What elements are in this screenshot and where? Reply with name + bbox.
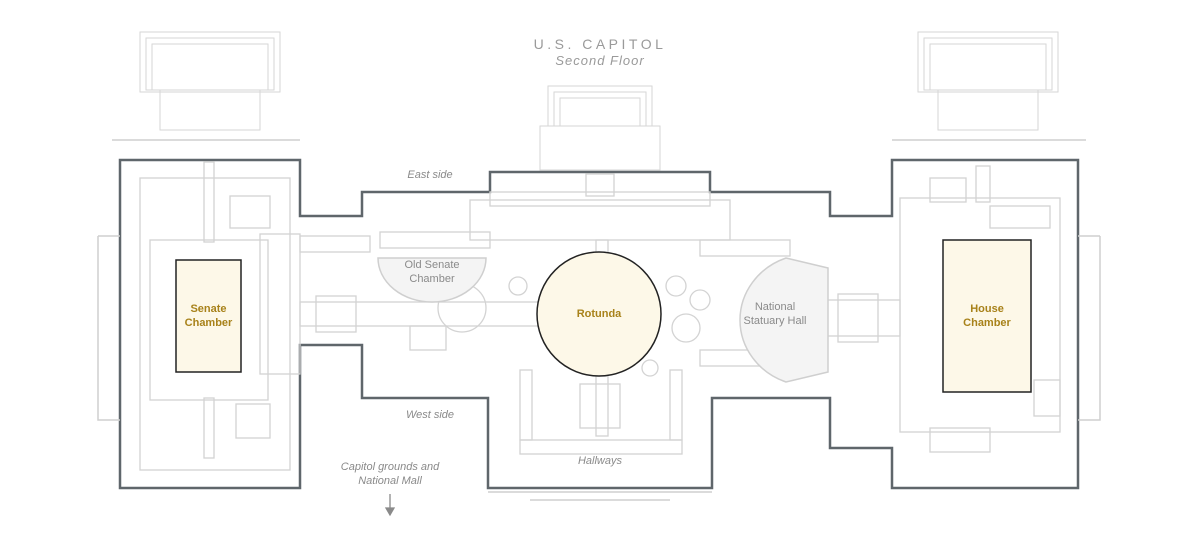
statuary-hall-room <box>739 257 829 383</box>
senate-chamber-label: Senate Chamber <box>184 303 233 329</box>
rotunda-label: Rotunda <box>576 308 622 320</box>
page-title: U.S. CAPITOL <box>533 36 667 52</box>
house-chamber-label: House Chamber <box>963 303 1011 329</box>
down-arrow-icon <box>384 494 396 517</box>
old-senate-chamber-room <box>377 257 487 303</box>
house-chamber-highlight <box>942 239 1032 393</box>
senate-chamber-highlight <box>175 259 242 373</box>
east-side-label: East side <box>407 169 453 181</box>
statuary-hall-label: National Statuary Hall <box>743 301 807 327</box>
interior-walls <box>139 161 1061 471</box>
west-side-label: West side <box>405 409 455 421</box>
rotunda-highlight <box>536 251 662 377</box>
page-subtitle: Second Floor <box>555 53 645 68</box>
hallways-label: Hallways <box>577 455 622 467</box>
capitol-grounds-label: Capitol grounds and National Mall <box>340 461 440 487</box>
old-senate-chamber-label: Old Senate Chamber <box>404 259 460 285</box>
stair-structures <box>139 31 1059 171</box>
